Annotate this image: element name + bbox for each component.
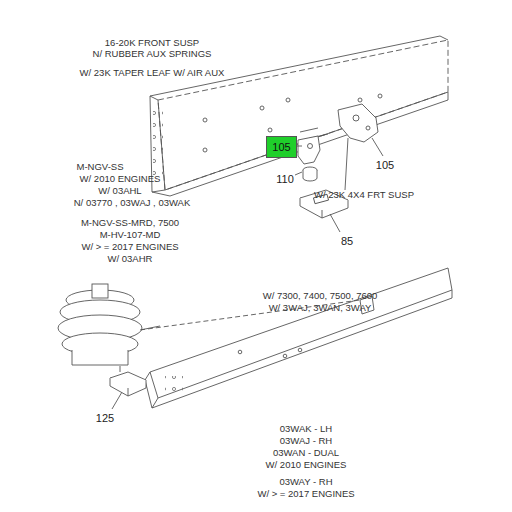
bracket-125 (110, 366, 146, 396)
note-text: W/ > = 2017 ENGINES (81, 241, 178, 252)
air-spring (58, 284, 160, 365)
bracket-105-4x4 (338, 104, 378, 142)
note-text: M-NGV-SS (77, 161, 124, 172)
note-text: 03WAJ - RH (280, 435, 332, 446)
note-text: 16-20K FRONT SUSP (105, 37, 199, 48)
frame-rail-upper (150, 36, 448, 196)
note-text: 03WAK - LH (280, 423, 332, 434)
frame-rail-lower (140, 268, 452, 408)
bracket-105 (298, 136, 320, 164)
note-text: W/ 3WAJ, 3WAN, 3WAY (269, 302, 372, 313)
note-text: M-HV-107-MD (100, 229, 161, 240)
note-text: W/ 2010 ENGINES (266, 459, 347, 470)
note-text: W/ 03AHR (108, 253, 153, 264)
note-text: W/ 03AHL (98, 185, 141, 196)
note-text: W/ 23K TAPER LEAF W/ AIR AUX (80, 67, 225, 78)
note-text: 03WAY - RH (279, 476, 332, 487)
note-text: N/ RUBBER AUX SPRINGS (93, 48, 212, 59)
note-text: W/ 2010 ENGINES (80, 173, 161, 184)
callout-number: 85 (341, 236, 353, 247)
callout-number: 105 (376, 160, 394, 171)
note-text: W/ 7300, 7400, 7500, 7600 (263, 290, 378, 301)
callout-number: 105 (272, 141, 290, 153)
note-text: M-NGV-SS-MRD, 7500 (81, 217, 179, 228)
spacer-110 (303, 167, 317, 181)
note-text: 03WAN - DUAL (273, 447, 339, 458)
callout-number: 125 (96, 413, 114, 424)
highlighted-callout: 105 (266, 136, 297, 158)
callout-number: 110 (276, 174, 294, 185)
note-text: N/ 03770 , 03WAJ , 03WAK (74, 197, 191, 208)
note-text: W/ 23K 4X4 FRT SUSP (314, 189, 414, 200)
note-text: W/ > = 2017 ENGINES (257, 488, 354, 499)
